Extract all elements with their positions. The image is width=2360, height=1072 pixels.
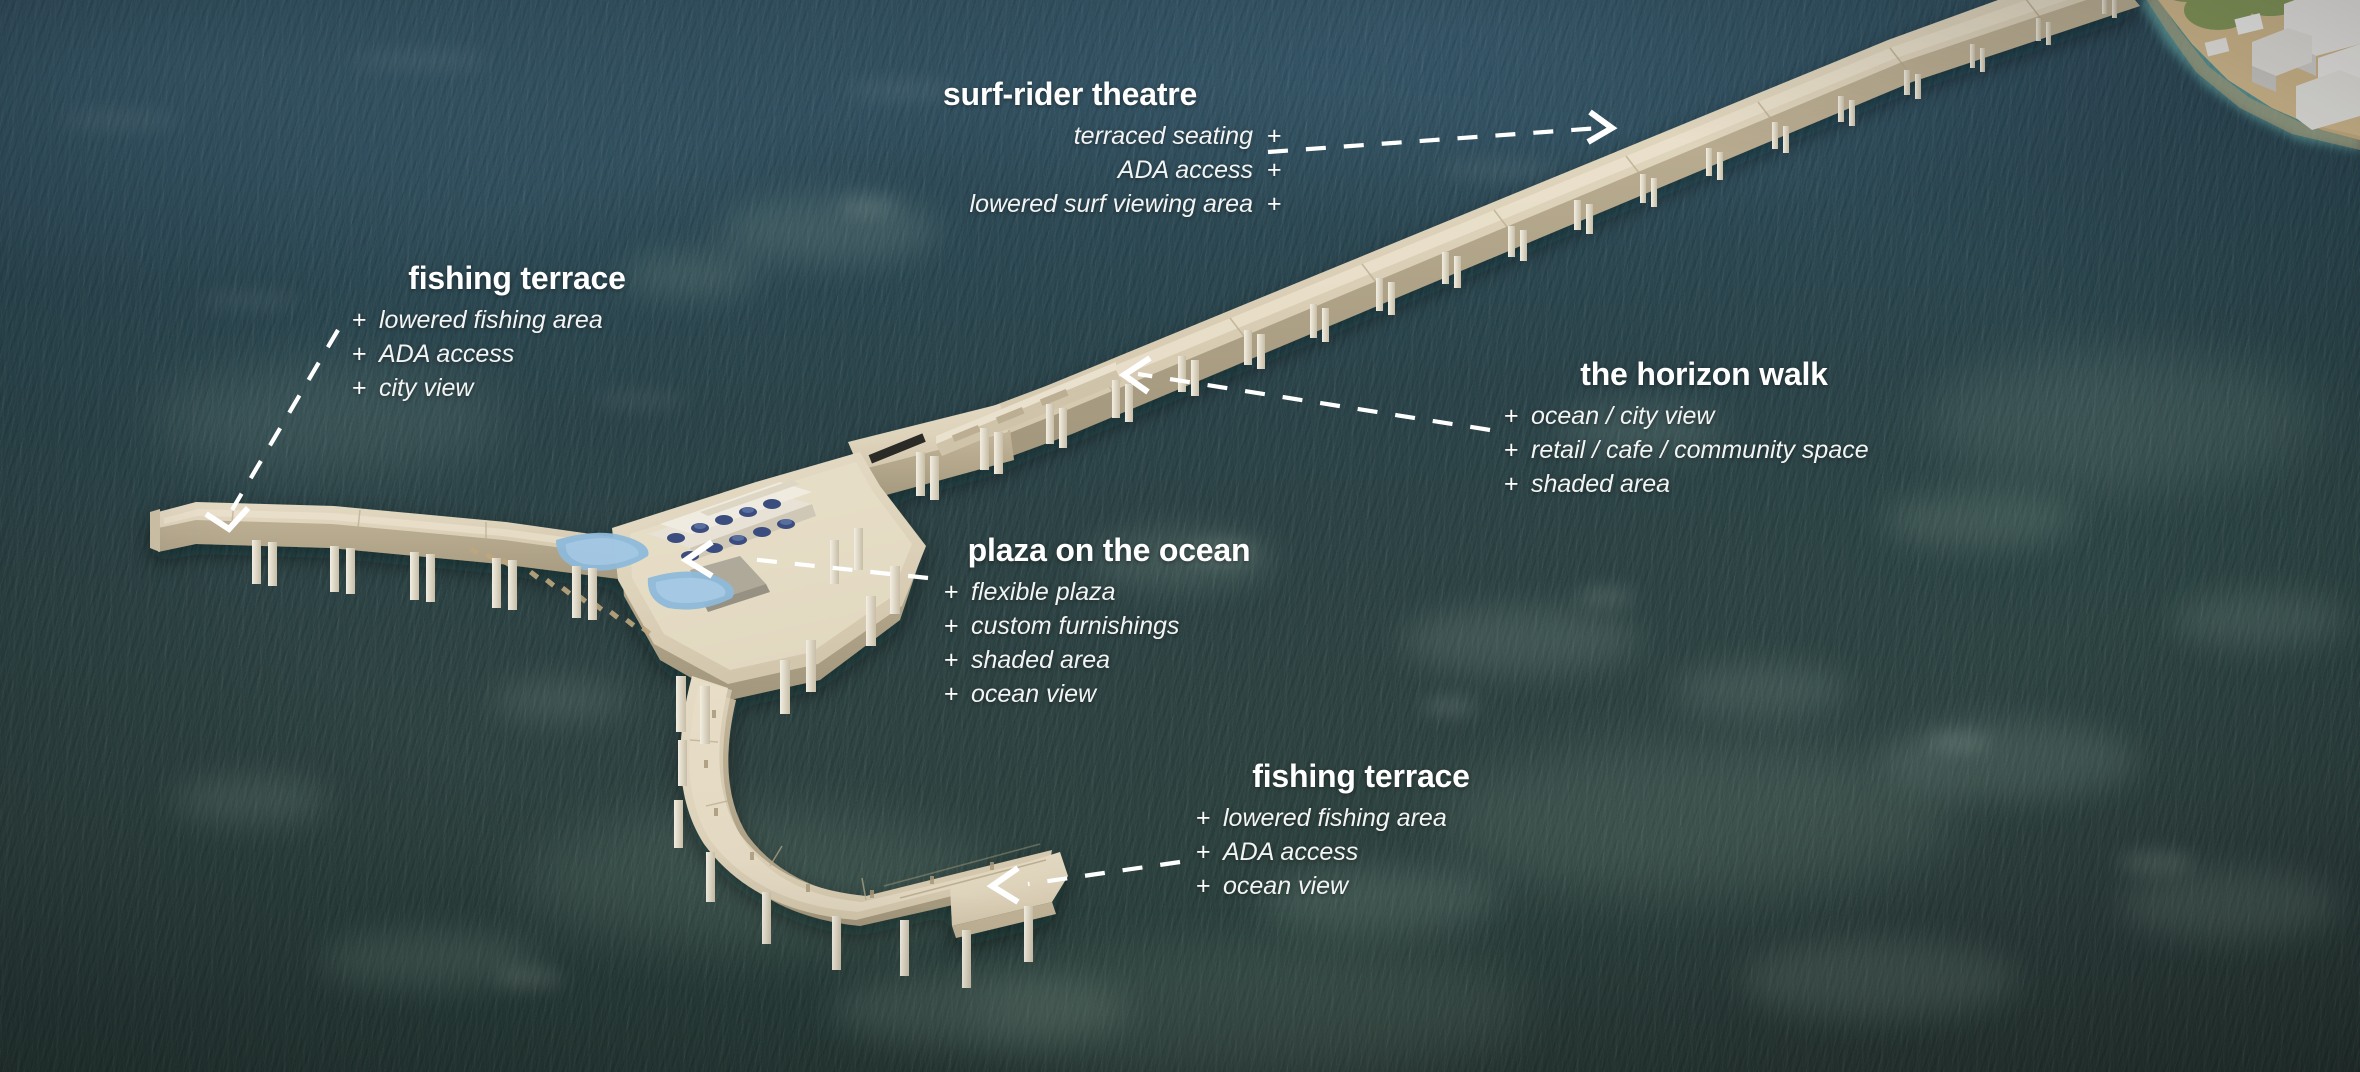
feature-label: lowered fishing area	[379, 303, 603, 337]
callout-horizon-walk: the horizon walk + ocean / city view + r…	[1504, 357, 1904, 502]
plus-icon: +	[1267, 157, 1282, 183]
plus-icon: +	[1267, 123, 1282, 149]
feature-item: + shaded area	[1504, 467, 1904, 501]
plus-icon: +	[352, 376, 367, 401]
feature-item: + city view	[352, 371, 682, 405]
plus-icon: +	[944, 579, 959, 605]
wet-sand-band	[2146, 0, 2360, 150]
plus-icon: +	[944, 613, 959, 639]
feature-item: + shaded area	[944, 643, 1274, 677]
callout-feature-list: + flexible plaza + custom furnishings + …	[944, 575, 1274, 712]
feature-label: ADA access	[379, 337, 514, 371]
feature-item: + custom furnishings	[944, 609, 1274, 643]
callout-fishing-terrace-south: fishing terrace + lowered fishing area +…	[1196, 759, 1526, 904]
feature-item: + lowered fishing area	[352, 303, 682, 337]
feature-item: + lowered fishing area	[1196, 801, 1526, 835]
plus-icon: +	[1196, 839, 1211, 865]
feature-item: + ocean / city view	[1504, 399, 1904, 433]
deck-fascia-south	[690, 690, 1062, 926]
feature-label: flexible plaza	[971, 575, 1116, 609]
feature-label: city view	[379, 371, 473, 405]
south-terrace-steps	[883, 843, 1047, 899]
feature-item: + ADA access	[860, 153, 1282, 187]
feature-label: shaded area	[971, 643, 1110, 677]
callout-title: fishing terrace	[1196, 759, 1526, 794]
plus-icon: +	[352, 341, 367, 367]
feature-label: terraced seating	[1074, 119, 1253, 153]
plus-icon: +	[944, 682, 959, 707]
feature-item: + ADA access	[1196, 835, 1526, 869]
feature-label: ocean view	[1223, 869, 1348, 903]
callout-feature-list: + ocean / city view + retail / cafe / co…	[1504, 399, 1904, 502]
feature-item: + terraced seating	[860, 119, 1282, 153]
feature-label: ADA access	[1118, 153, 1253, 187]
plus-icon: +	[1504, 437, 1519, 463]
feature-label: lowered surf viewing area	[970, 187, 1253, 221]
feature-item: + lowered surf viewing area	[860, 187, 1282, 221]
callout-plaza-on-the-ocean: plaza on the ocean + flexible plaza + cu…	[944, 533, 1274, 712]
shoreline-buildings	[2204, 0, 2360, 130]
feature-label: ADA access	[1223, 835, 1358, 869]
callout-feature-list: + lowered fishing area + ADA access + ci…	[352, 303, 682, 406]
feature-label: retail / cafe / community space	[1531, 433, 1869, 467]
feature-item: + ocean view	[1196, 869, 1526, 903]
callout-title: plaza on the ocean	[944, 533, 1274, 568]
plus-icon: +	[1196, 805, 1211, 831]
feature-label: ocean / city view	[1531, 399, 1714, 433]
plus-icon: +	[1267, 192, 1282, 217]
plus-icon: +	[1196, 874, 1211, 899]
plus-icon: +	[944, 648, 959, 673]
plus-icon: +	[352, 307, 367, 333]
vegetation	[2173, 0, 2309, 30]
feature-item: + flexible plaza	[944, 575, 1274, 609]
deck-fascia-northeast	[1000, 0, 2140, 456]
feature-item: + ocean view	[944, 677, 1274, 711]
callout-title: fishing terrace	[352, 261, 682, 296]
feature-label: custom furnishings	[971, 609, 1179, 643]
deck-top-northeast	[982, 0, 2087, 436]
west-arm-tip	[150, 509, 160, 552]
callout-title: the horizon walk	[1504, 357, 1904, 392]
feature-label: shaded area	[1531, 467, 1670, 501]
plaza-water-features	[556, 532, 734, 610]
feature-label: lowered fishing area	[1223, 801, 1447, 835]
feature-label: ocean view	[971, 677, 1096, 711]
feature-item: + retail / cafe / community space	[1504, 433, 1904, 467]
callout-title: surf-rider theatre	[860, 77, 1280, 112]
callout-feature-list: + lowered fishing area + ADA access + oc…	[1196, 801, 1526, 904]
feature-item: + ADA access	[352, 337, 682, 371]
plus-icon: +	[1504, 403, 1519, 429]
callout-surf-rider-theatre: surf-rider theatre + terraced seating + …	[860, 77, 1282, 222]
callout-fishing-terrace-west: fishing terrace + lowered fishing area +…	[352, 261, 682, 406]
callout-feature-list: + terraced seating + ADA access + lowere…	[860, 119, 1282, 222]
plus-icon: +	[1504, 472, 1519, 497]
